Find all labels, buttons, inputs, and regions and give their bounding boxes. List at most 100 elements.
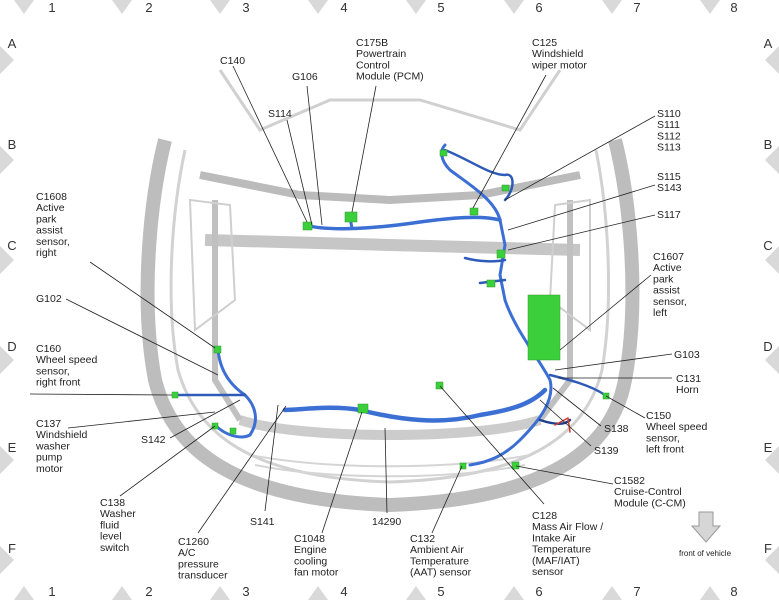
grid-col-4-bottom: 4 bbox=[340, 584, 347, 599]
label-c138-line: level bbox=[100, 531, 122, 543]
label-s138: S138 bbox=[604, 423, 629, 435]
label-c131-line: C131 bbox=[676, 373, 701, 385]
border-marker-top bbox=[112, 0, 132, 14]
grid-row-d-right: D bbox=[763, 339, 772, 354]
grid-row-f-right: F bbox=[764, 541, 772, 556]
label-s141-line: S141 bbox=[250, 516, 275, 528]
grid-row-d-left: D bbox=[7, 339, 16, 354]
connector-c132 bbox=[459, 462, 467, 470]
connector-c1582 bbox=[511, 461, 520, 470]
grid-col-6-bottom: 6 bbox=[535, 584, 542, 599]
label-c160-line: sensor, bbox=[36, 365, 70, 377]
label-c1582-line: C1582 bbox=[614, 475, 645, 487]
label-c132-line: C132 bbox=[410, 533, 435, 545]
label-c140-line: C140 bbox=[220, 55, 245, 67]
grid-row-b-right: B bbox=[764, 137, 773, 152]
label-c150-line: Wheel speed bbox=[646, 421, 707, 433]
grid-col-4-top: 4 bbox=[340, 0, 347, 15]
harness-main-top bbox=[303, 215, 502, 231]
connector-s115 bbox=[501, 184, 510, 192]
label-c150-line: C150 bbox=[646, 410, 671, 422]
label-c1260-line: pressure bbox=[178, 558, 219, 570]
label-s114-line: S114 bbox=[268, 108, 292, 120]
label-c125-line: Windshield bbox=[532, 48, 584, 60]
label-c137-line: washer bbox=[35, 440, 70, 452]
right-frame-rail bbox=[212, 200, 243, 422]
grid-row-e-left: E bbox=[8, 440, 17, 455]
front-of-vehicle-indicator: front of vehicle bbox=[679, 511, 732, 558]
border-marker-top bbox=[308, 0, 328, 14]
grid-row-c-right: C bbox=[763, 238, 772, 253]
label-c128-line: Intake Air bbox=[532, 532, 576, 544]
border-marker-bottom bbox=[112, 586, 132, 600]
label-c1260-line: C1260 bbox=[178, 536, 209, 548]
label-g106: G106 bbox=[292, 71, 318, 83]
label-c1607-line: Active bbox=[653, 262, 682, 274]
grid-col-3-top: 3 bbox=[242, 0, 249, 15]
label-s115-line: S115 bbox=[657, 171, 681, 183]
grid-column-labels-bottom: 1 2 3 4 5 6 7 8 bbox=[48, 584, 737, 599]
label-c1048-line: C1048 bbox=[294, 533, 325, 545]
grid-row-a-left: A bbox=[8, 36, 17, 51]
border-marker-left bbox=[0, 146, 14, 174]
right-headlamp-bracket bbox=[188, 198, 237, 332]
grid-col-1-top: 1 bbox=[48, 0, 55, 15]
grid-row-f-left: F bbox=[8, 541, 16, 556]
border-marker-bottom bbox=[406, 586, 426, 600]
harness-left-upper bbox=[463, 256, 507, 285]
label-c1607-line: sensor, bbox=[653, 296, 687, 308]
border-marker-bottom bbox=[602, 586, 622, 600]
label-c1582-line: Cruise-Control bbox=[614, 486, 682, 498]
label-c140: C140 bbox=[220, 55, 245, 67]
connector-c175b bbox=[344, 211, 358, 223]
label-c160-line: Wheel speed bbox=[36, 354, 97, 366]
border-marker-top bbox=[602, 0, 622, 14]
label-c128-line: Mass Air Flow / bbox=[532, 521, 603, 533]
grid-row-e-right: E bbox=[764, 440, 773, 455]
label-g106-line: G106 bbox=[292, 71, 318, 83]
label-s110-line: S110 bbox=[657, 108, 681, 120]
connector-c160 bbox=[171, 391, 179, 399]
label-c125-line: wiper motor bbox=[531, 59, 587, 71]
label-c160-line: C160 bbox=[36, 343, 61, 355]
label-c1607-line: left bbox=[653, 307, 667, 319]
label-g102-line: G102 bbox=[36, 293, 62, 305]
border-marker-right bbox=[765, 546, 779, 574]
label-c1608-line: park bbox=[36, 213, 57, 225]
label-c128-line: sensor bbox=[532, 566, 564, 578]
hood-structure bbox=[218, 69, 562, 132]
label-s139-line: S139 bbox=[594, 445, 619, 457]
label-s142-line: S142 bbox=[141, 434, 166, 446]
grille-lines bbox=[249, 454, 531, 478]
harness-red-wire bbox=[554, 417, 571, 433]
border-marker-bottom bbox=[14, 586, 34, 600]
label-s117-line: S117 bbox=[657, 209, 681, 221]
grid-col-1-bottom: 1 bbox=[48, 584, 55, 599]
label-s142: S142 bbox=[141, 434, 166, 446]
grid-col-7-bottom: 7 bbox=[633, 584, 640, 599]
border-marker-right bbox=[765, 446, 779, 474]
label-c1607-line: assist bbox=[653, 285, 680, 297]
label-c175b-line: Powertrain bbox=[356, 48, 406, 60]
label-s139: S139 bbox=[594, 445, 619, 457]
upper-crossmember bbox=[204, 234, 581, 256]
label-c137-line: motor bbox=[36, 463, 63, 475]
label-c138-line: C138 bbox=[100, 497, 125, 509]
border-marker-top bbox=[406, 0, 426, 14]
border-marker-top bbox=[210, 0, 230, 14]
border-marker-right bbox=[765, 146, 779, 174]
grid-row-labels-left: A B C D E F bbox=[7, 36, 16, 556]
label-c138-line: fluid bbox=[100, 519, 119, 531]
label-c1608-line: sensor, bbox=[36, 236, 70, 248]
grid-row-labels-right: A B C D E F bbox=[763, 36, 772, 556]
harness-right-side bbox=[213, 348, 257, 439]
border-marker-left bbox=[0, 46, 14, 74]
label-c1608-line: C1608 bbox=[36, 191, 67, 203]
